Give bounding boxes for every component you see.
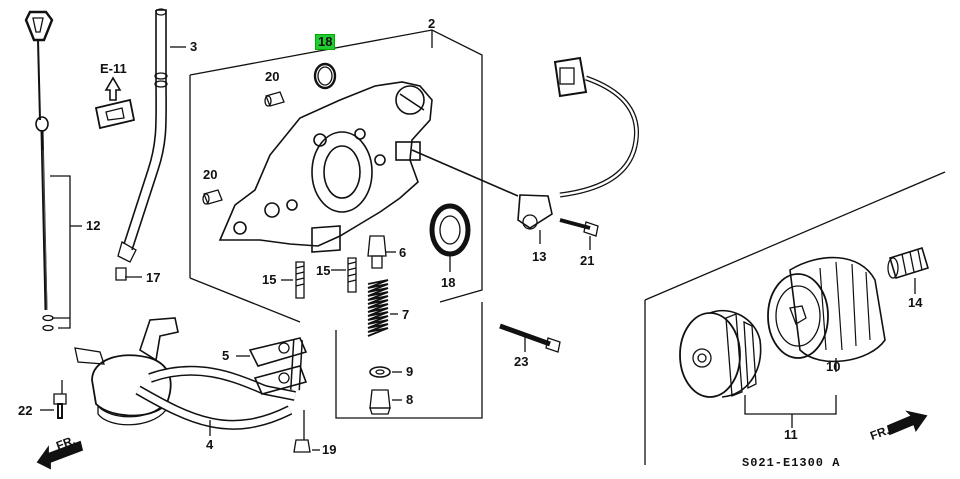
callout-20: 20	[265, 69, 280, 84]
callout-3: 3	[190, 39, 198, 54]
callout-10: 10	[826, 359, 841, 374]
oil-pump	[218, 81, 519, 253]
oil-filter	[767, 256, 886, 363]
callout-19: 19	[322, 442, 337, 457]
dipstick	[24, 10, 54, 332]
callout-5: 5	[222, 348, 230, 363]
callout-6: 6	[399, 245, 407, 260]
callout-14: 14	[908, 295, 923, 310]
callout-9: 9	[406, 364, 414, 379]
callout-21: 21	[580, 253, 595, 268]
callout-12: 12	[86, 218, 101, 233]
callout-11: 11	[784, 427, 798, 442]
dipstick-tube	[115, 8, 168, 281]
callout-7: 7	[402, 307, 410, 322]
ref-group-label: E-11	[100, 61, 127, 76]
callout-18-seal: 18	[441, 275, 456, 290]
callout-13: 13	[532, 249, 547, 264]
callout-4: 4	[206, 437, 214, 452]
callout-20-lower: 20	[203, 167, 218, 182]
callout-15-right: 15	[316, 263, 331, 278]
relief-spring	[367, 279, 389, 337]
callout-18-highlighted[interactable]: 18	[315, 34, 336, 50]
callout-17: 17	[146, 270, 161, 285]
callout-22: 22	[18, 403, 33, 418]
callout-15-left: 15	[262, 272, 277, 287]
callout-8: 8	[406, 392, 414, 407]
filter-adapter	[679, 309, 762, 398]
callout-23: 23	[514, 354, 529, 369]
oil-strainer	[74, 317, 303, 430]
diagram-reference-code: S021-E1300 A	[742, 456, 841, 470]
callout-2: 2	[428, 16, 436, 31]
